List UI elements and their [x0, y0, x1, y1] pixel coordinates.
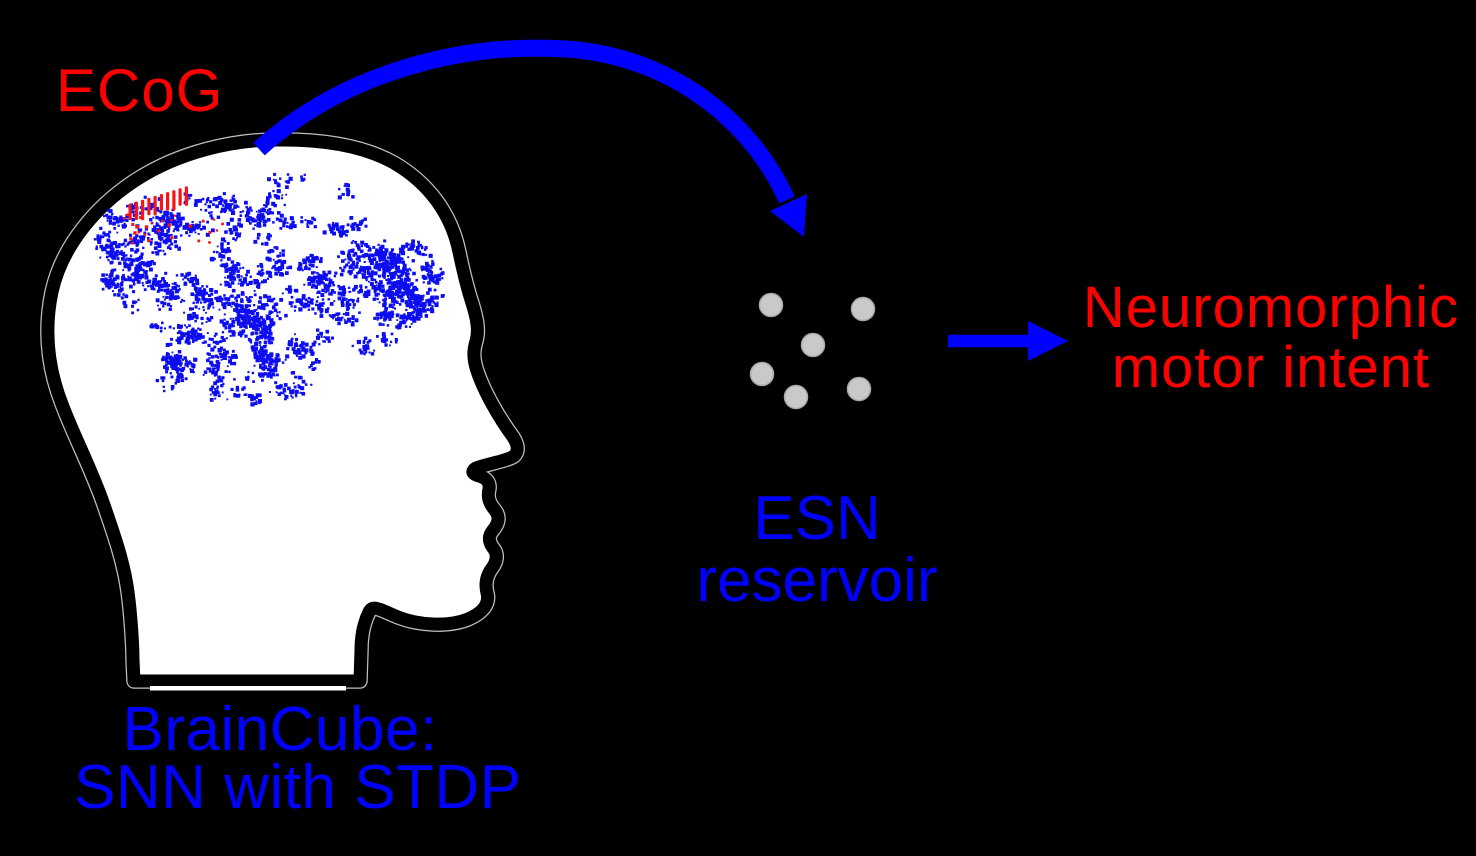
motor-intent-label: Neuromorphic motor intent	[1061, 278, 1476, 398]
motor-intent-line2: motor intent	[1111, 335, 1431, 400]
brain-dot-cloud	[93, 172, 445, 407]
reservoir-dot	[783, 384, 809, 410]
braincube-line2: SNN with STDP	[74, 753, 522, 822]
braincube-label: BrainCube: SNN with STDP	[74, 695, 522, 822]
reservoir-dot	[846, 376, 872, 402]
reservoir-to-output-arrow	[948, 321, 1068, 361]
reservoir-dot	[749, 361, 775, 387]
esn-reservoir-label: ESN reservoir	[617, 488, 1017, 612]
esn-label-line2: reservoir	[696, 546, 938, 615]
ecog-to-esn-arrow	[253, 39, 807, 237]
ecog-label: ECoG	[56, 57, 224, 124]
reservoir-dot	[758, 292, 784, 318]
braincube-line1: BrainCube:	[122, 695, 438, 764]
reservoir-dot	[850, 296, 876, 322]
esn-reservoir-dots	[749, 292, 876, 410]
reservoir-dot	[800, 332, 826, 358]
ecog-electrode-array	[122, 186, 224, 245]
motor-intent-line1: Neuromorphic	[1082, 275, 1460, 340]
esn-label-line1: ESN	[753, 484, 881, 553]
